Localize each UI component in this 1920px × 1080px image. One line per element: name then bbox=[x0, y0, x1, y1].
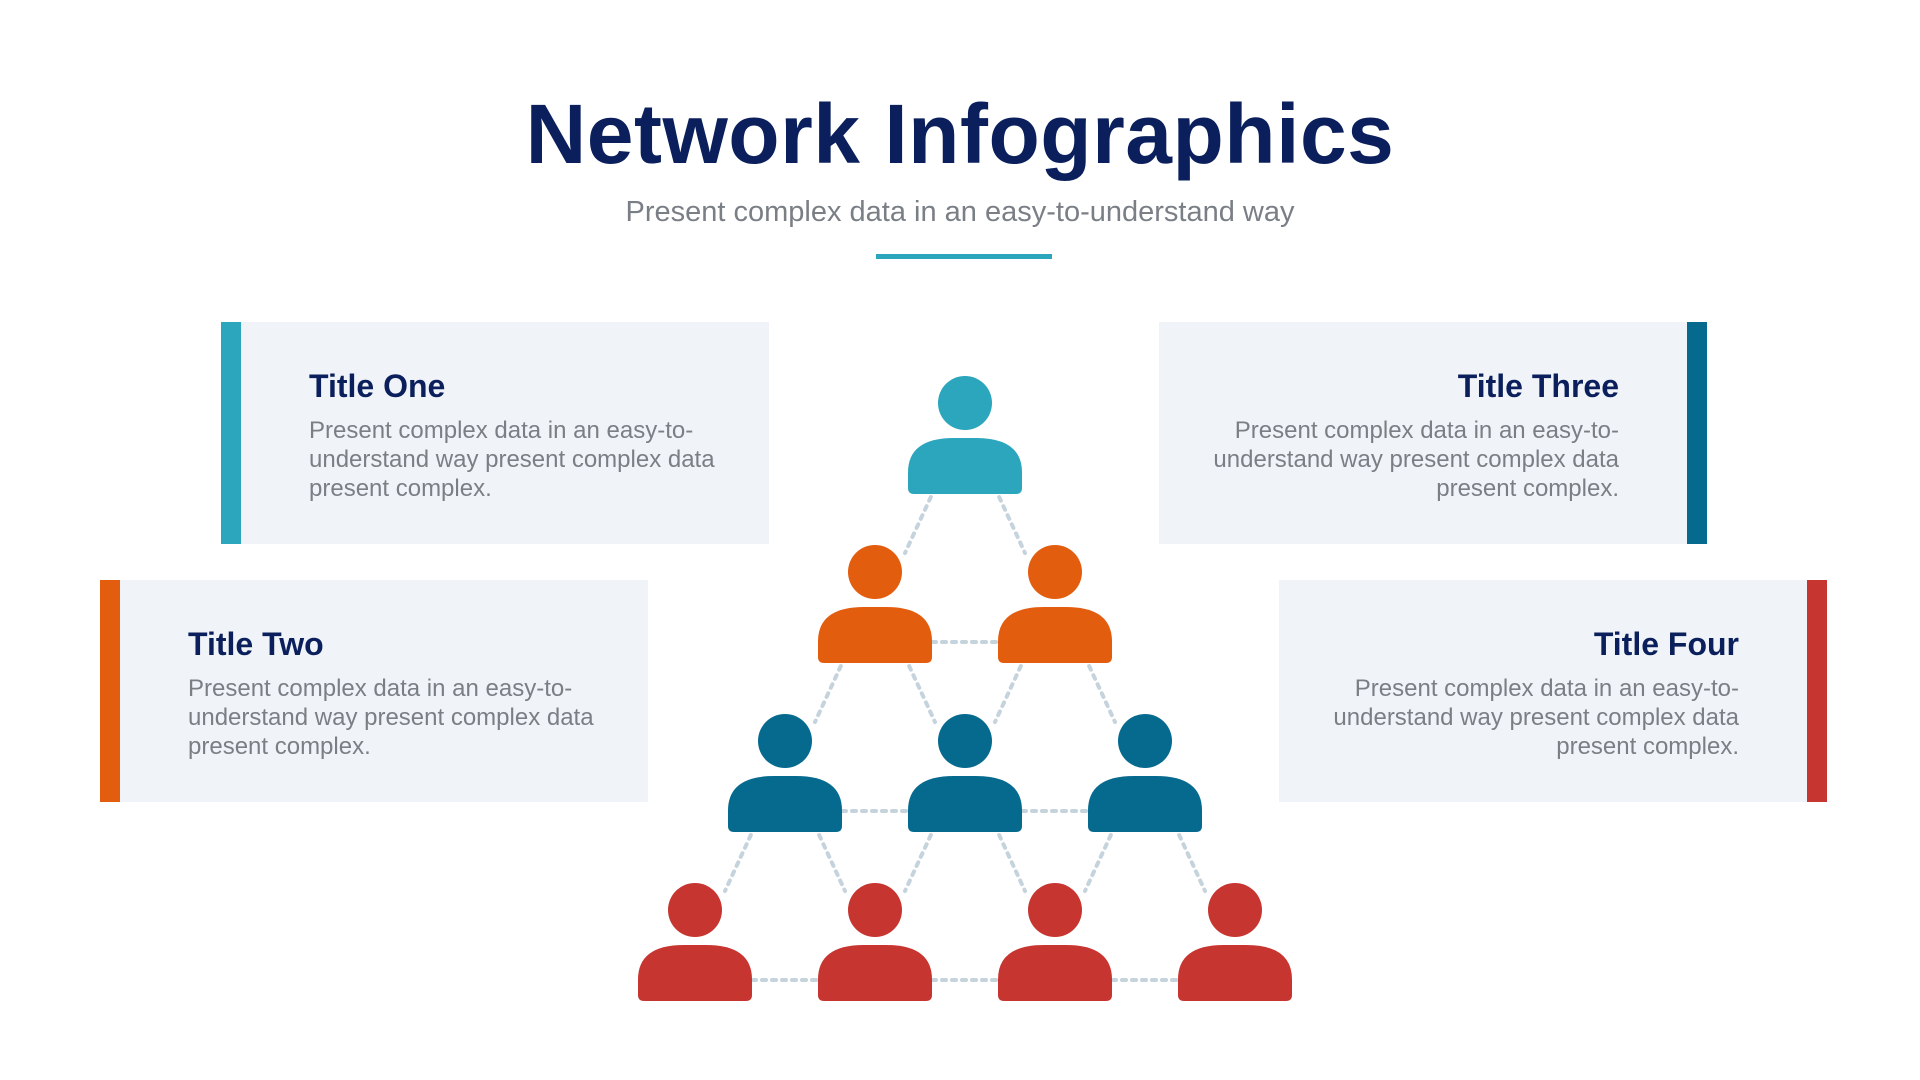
person-head bbox=[758, 714, 812, 768]
diagonal-connector bbox=[723, 824, 757, 893]
connector-lines bbox=[723, 486, 1207, 982]
person-head bbox=[1028, 883, 1082, 937]
card-title: Title One bbox=[309, 368, 446, 404]
person-body bbox=[1178, 945, 1292, 1001]
person-body bbox=[908, 776, 1022, 832]
person-body bbox=[1088, 776, 1202, 832]
person-icon bbox=[818, 883, 932, 1001]
card-text: Present complex data in an easy-to-under… bbox=[1213, 417, 1619, 502]
page-title: Network Infographics bbox=[525, 87, 1395, 181]
card-accent-bar bbox=[1807, 580, 1827, 802]
card-accent-bar bbox=[1687, 322, 1707, 544]
person-head bbox=[668, 883, 722, 937]
person-icon bbox=[998, 883, 1112, 1001]
people-nodes bbox=[638, 376, 1292, 1001]
person-icon bbox=[908, 376, 1022, 494]
person-icon bbox=[818, 545, 932, 663]
person-body bbox=[908, 438, 1022, 494]
info-card-title-one: Title One Present complex data in an eas… bbox=[221, 322, 769, 544]
card-accent-bar bbox=[100, 580, 120, 802]
person-head bbox=[848, 545, 902, 599]
diagonal-connector bbox=[1173, 824, 1207, 893]
person-icon bbox=[908, 714, 1022, 832]
card-accent-bar bbox=[221, 322, 241, 544]
diagonal-connector bbox=[993, 824, 1027, 893]
title-underline bbox=[876, 254, 1052, 259]
card-title: Title Four bbox=[1593, 626, 1739, 662]
person-head bbox=[938, 376, 992, 430]
info-card-title-two: Title Two Present complex data in an eas… bbox=[100, 580, 648, 802]
person-head bbox=[1028, 545, 1082, 599]
diagonal-connector bbox=[993, 655, 1027, 724]
card-text: Present complex data in an easy-to-under… bbox=[188, 675, 594, 760]
diagonal-connector bbox=[993, 486, 1027, 555]
person-head bbox=[1208, 883, 1262, 937]
person-head bbox=[1118, 714, 1172, 768]
person-body bbox=[818, 607, 932, 663]
person-body bbox=[998, 607, 1112, 663]
person-body bbox=[638, 945, 752, 1001]
card-text: Present complex data in an easy-to-under… bbox=[309, 417, 715, 502]
person-body bbox=[728, 776, 842, 832]
diagonal-connector bbox=[903, 655, 937, 724]
card-title: Title Three bbox=[1457, 368, 1619, 404]
person-icon bbox=[638, 883, 752, 1001]
diagonal-connector bbox=[1083, 655, 1117, 724]
info-card-title-three: Title Three Present complex data in an e… bbox=[1159, 322, 1707, 544]
person-head bbox=[848, 883, 902, 937]
info-card-title-four: Title Four Present complex data in an ea… bbox=[1279, 580, 1827, 802]
diagonal-connector bbox=[813, 655, 847, 724]
person-body bbox=[818, 945, 932, 1001]
person-icon bbox=[1088, 714, 1202, 832]
person-head bbox=[938, 714, 992, 768]
page-subtitle: Present complex data in an easy-to-under… bbox=[625, 196, 1295, 228]
person-icon bbox=[998, 545, 1112, 663]
person-icon bbox=[728, 714, 842, 832]
diagonal-connector bbox=[903, 824, 937, 893]
person-body bbox=[998, 945, 1112, 1001]
diagonal-connector bbox=[1083, 824, 1117, 893]
card-text: Present complex data in an easy-to-under… bbox=[1333, 675, 1739, 760]
card-title: Title Two bbox=[188, 626, 324, 662]
diagonal-connector bbox=[903, 486, 937, 555]
diagonal-connector bbox=[813, 824, 847, 893]
person-icon bbox=[1178, 883, 1292, 1001]
